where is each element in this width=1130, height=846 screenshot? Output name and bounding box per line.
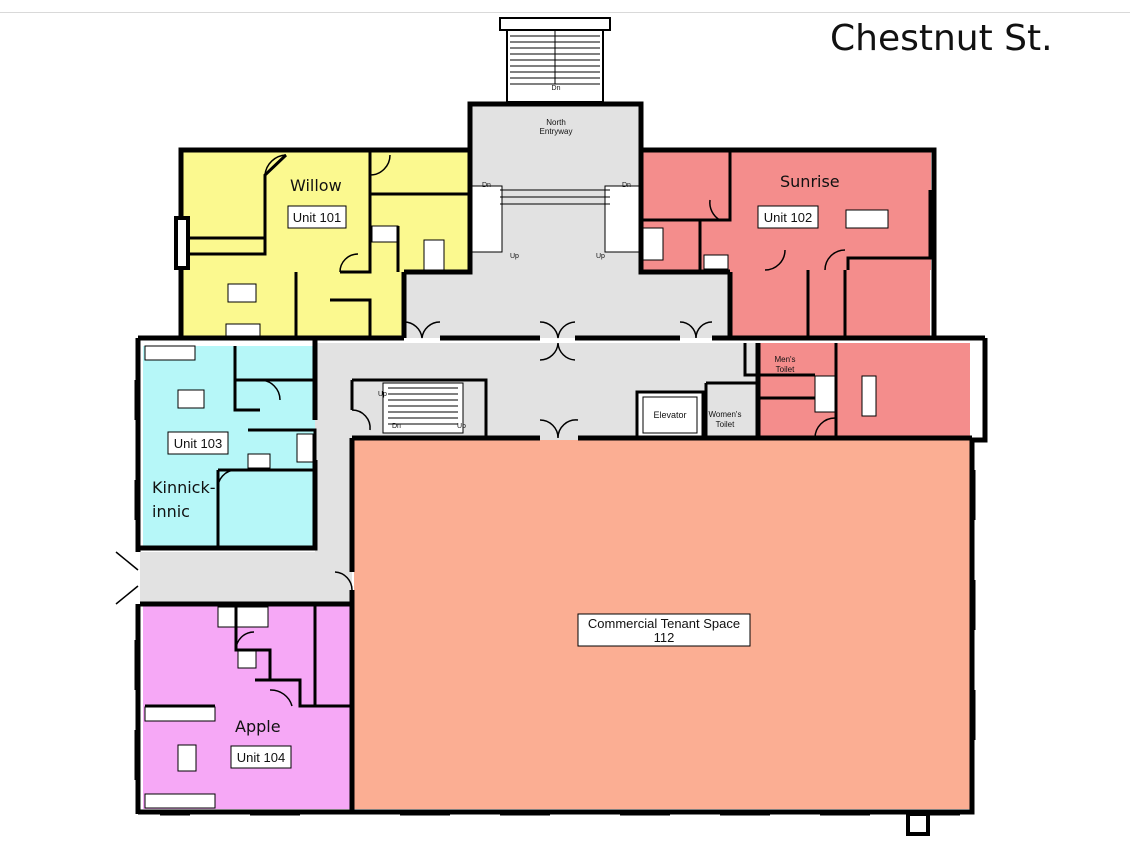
interior-stairs: [382, 185, 640, 434]
elevator-cab[interactable]: [642, 396, 698, 434]
west-stair-down: Dn: [622, 182, 631, 189]
corridor-west[interactable]: [315, 440, 352, 560]
mens-toilet-label-line2: Toilet: [776, 365, 795, 374]
kinnickinnic-unit-number: Unit 103: [174, 436, 222, 451]
corridor-southwest[interactable]: [140, 552, 352, 604]
womens-toilet-label-line2: Toilet: [716, 420, 735, 429]
kinnickinnic-name-line2: innic: [152, 502, 190, 521]
unit-label-boxes: [167, 205, 819, 769]
doors[interactable]: [115, 154, 846, 707]
corridor-upper[interactable]: [404, 272, 730, 338]
north-stair-treads: [499, 17, 611, 85]
sunrise-name: Sunrise: [780, 172, 840, 191]
willow-unit-number: Unit 101: [293, 210, 341, 225]
apple-unit-number: Unit 104: [237, 750, 285, 765]
east-stair-down: Dn: [482, 182, 491, 189]
womens-toilet-label-line1: Women's: [709, 410, 742, 419]
east-stair-up: Up: [510, 253, 519, 260]
lower-stair-up-bottom: Up: [457, 423, 466, 430]
lower-stair-up-top: Up: [378, 391, 387, 398]
north-entryway-label-line1: North: [546, 118, 566, 127]
fixtures: [144, 209, 889, 809]
mens-toilet-label-line1: Men's: [774, 355, 795, 364]
sunrise-unit-area-lower[interactable]: [730, 270, 930, 340]
sunrise-unit-number: Unit 102: [764, 210, 812, 225]
lower-stair-down: Dn: [392, 423, 401, 430]
willow-bay-window: [174, 216, 190, 270]
kinnickinnic-name-line1: Kinnick-: [152, 478, 216, 497]
apple-name: Apple: [235, 717, 281, 736]
street-label: Chestnut St.: [830, 18, 1053, 59]
room-fills: [140, 25, 970, 809]
commercial-space-name: Commercial Tenant Space: [588, 616, 740, 631]
southeast-notch: [906, 812, 930, 836]
commercial-space-number: 112: [654, 630, 675, 645]
elevator-label: Elevator: [653, 410, 686, 420]
interior-partitions: [145, 152, 932, 708]
top-divider: [0, 12, 1130, 13]
north-stair-down: Dn: [552, 85, 561, 92]
willow-name: Willow: [290, 176, 342, 195]
west-stair-up: Up: [596, 253, 605, 260]
north-entryway-label-line2: Entryway: [540, 127, 573, 136]
